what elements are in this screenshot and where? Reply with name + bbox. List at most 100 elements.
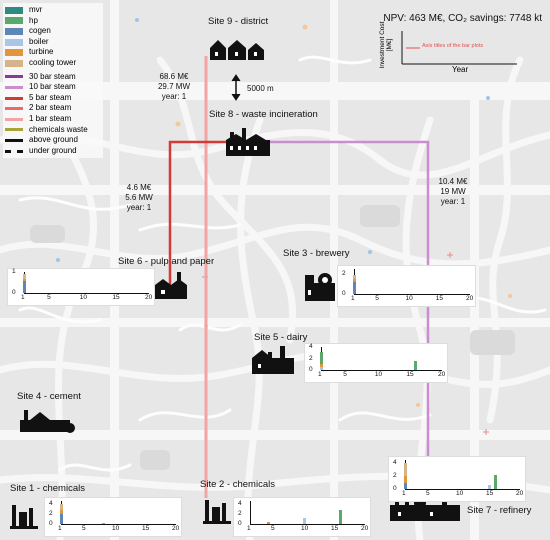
road — [0, 349, 550, 388]
legend-item-steam: 5 bar steam — [5, 93, 101, 104]
y-tick-label: 4 — [49, 499, 53, 507]
chemical-plant-icon — [203, 500, 231, 524]
road — [18, 196, 132, 211]
legend-item-steam: 1 bar steam — [5, 114, 101, 125]
chart-axes — [61, 501, 176, 525]
bar-segment-hp — [414, 361, 418, 370]
y-tick-label: 0 — [309, 366, 313, 373]
park — [30, 225, 65, 243]
legend-label: cogen — [29, 26, 51, 36]
x-tick-label: 10 — [405, 295, 413, 302]
x-tick-label: 5 — [375, 295, 379, 302]
site-9-label: Site 9 - district — [208, 16, 269, 27]
legend-label: mvr — [29, 5, 43, 14]
legend-swatch — [5, 149, 23, 153]
pipe-year: year: 1 — [440, 197, 466, 206]
y-tick-label: 2 — [342, 270, 346, 277]
legend-label: 5 bar steam — [29, 92, 72, 102]
legend-item-steam: 30 bar steam — [5, 72, 101, 83]
y-tick-label: 1 — [12, 268, 16, 275]
x-tick-label: 15 — [112, 294, 120, 301]
legend-swatch — [5, 117, 23, 121]
site-7-label: Site 7 - refinery — [467, 505, 532, 516]
road — [0, 430, 550, 440]
x-tick-label: 20 — [145, 294, 153, 301]
road — [178, 323, 242, 332]
map-poi-dot — [416, 403, 420, 407]
legend-swatch — [5, 27, 23, 35]
legend-swatch — [5, 17, 23, 25]
legend-label: 30 bar steam — [29, 71, 76, 81]
y-tick-label: 0 — [12, 289, 16, 296]
legend-label: 2 bar steam — [29, 103, 72, 113]
x-tick-label: 1 — [402, 490, 406, 497]
x-tick-label: 5 — [47, 294, 51, 301]
road — [58, 463, 132, 472]
pipe-cost: 10.4 M€ — [438, 177, 468, 186]
bar-segment-cooling-tower — [59, 503, 63, 510]
legend-swatch — [5, 96, 23, 100]
bar-segment-turbine — [59, 509, 63, 514]
x-tick-label: 1 — [21, 294, 25, 301]
bar-segment-turbine — [319, 363, 323, 368]
road — [138, 222, 242, 232]
bar-segment-cogen — [352, 282, 356, 294]
legend-item-line: under ground — [5, 146, 101, 157]
bar-segment-hp — [338, 509, 342, 524]
bar-segment-cogen — [22, 281, 26, 293]
x-tick-label: 5 — [426, 490, 430, 497]
y-tick-label: 2 — [238, 509, 242, 517]
legend-label: boiler — [29, 36, 49, 46]
map-marker — [483, 429, 489, 435]
bar-segment-hp — [493, 474, 497, 489]
y-tick-label: 0 — [342, 290, 346, 297]
site-3-label: Site 3 - brewery — [283, 248, 350, 259]
legend-item-tech: turbine — [5, 47, 101, 58]
bar-segment-cogen — [403, 482, 407, 489]
park — [360, 205, 400, 227]
legend-swatch — [5, 138, 23, 142]
x-tick-label: 10 — [112, 525, 120, 532]
y-tick-label: 2 — [309, 354, 313, 362]
chart-axes — [321, 347, 442, 371]
chart-axes — [250, 501, 365, 525]
site-6-label: Site 6 - pulp and paper — [118, 256, 215, 267]
x-tick-label: 10 — [456, 490, 464, 497]
bar-segment-turbine — [101, 522, 105, 524]
bar-segment-boiler — [487, 485, 491, 489]
axis-key: Investment Cost [M€] Year Axis titles of… — [372, 22, 522, 78]
legend-item-tech: cogen — [5, 26, 101, 37]
pipe-power: 29.7 MW — [157, 82, 190, 91]
legend-item-tech: cooling tower — [5, 58, 101, 69]
y-tick-label: 0 — [393, 485, 397, 492]
legend-item-steam: 2 bar steam — [5, 103, 101, 114]
x-tick-label: 1 — [318, 371, 322, 378]
scale-label: 5000 m — [247, 84, 274, 93]
bar-segment-turbine — [22, 279, 26, 282]
npv-co2-summary: NPV: 463 M€, CO₂ savings: 7748 kt — [383, 13, 542, 24]
x-tick-label: 10 — [79, 294, 87, 301]
bar-segment-cooling-tower — [22, 274, 26, 280]
bar-segment-cogen — [59, 513, 63, 524]
park — [140, 450, 170, 470]
axis-key-xlabel: Year — [452, 65, 469, 74]
y-tick-label: 4 — [393, 459, 397, 467]
bar-segment-turbine — [352, 279, 356, 282]
paper-mill-icon — [155, 272, 187, 299]
legend-swatch — [5, 59, 23, 67]
road — [138, 408, 232, 422]
legend-label: above ground — [29, 135, 78, 145]
x-tick-label: 20 — [172, 525, 180, 532]
site-4-label: Site 4 - cement — [17, 391, 81, 402]
bar-segment-boiler — [319, 367, 323, 370]
x-tick-label: 10 — [374, 371, 383, 378]
legend-swatch — [5, 107, 23, 111]
